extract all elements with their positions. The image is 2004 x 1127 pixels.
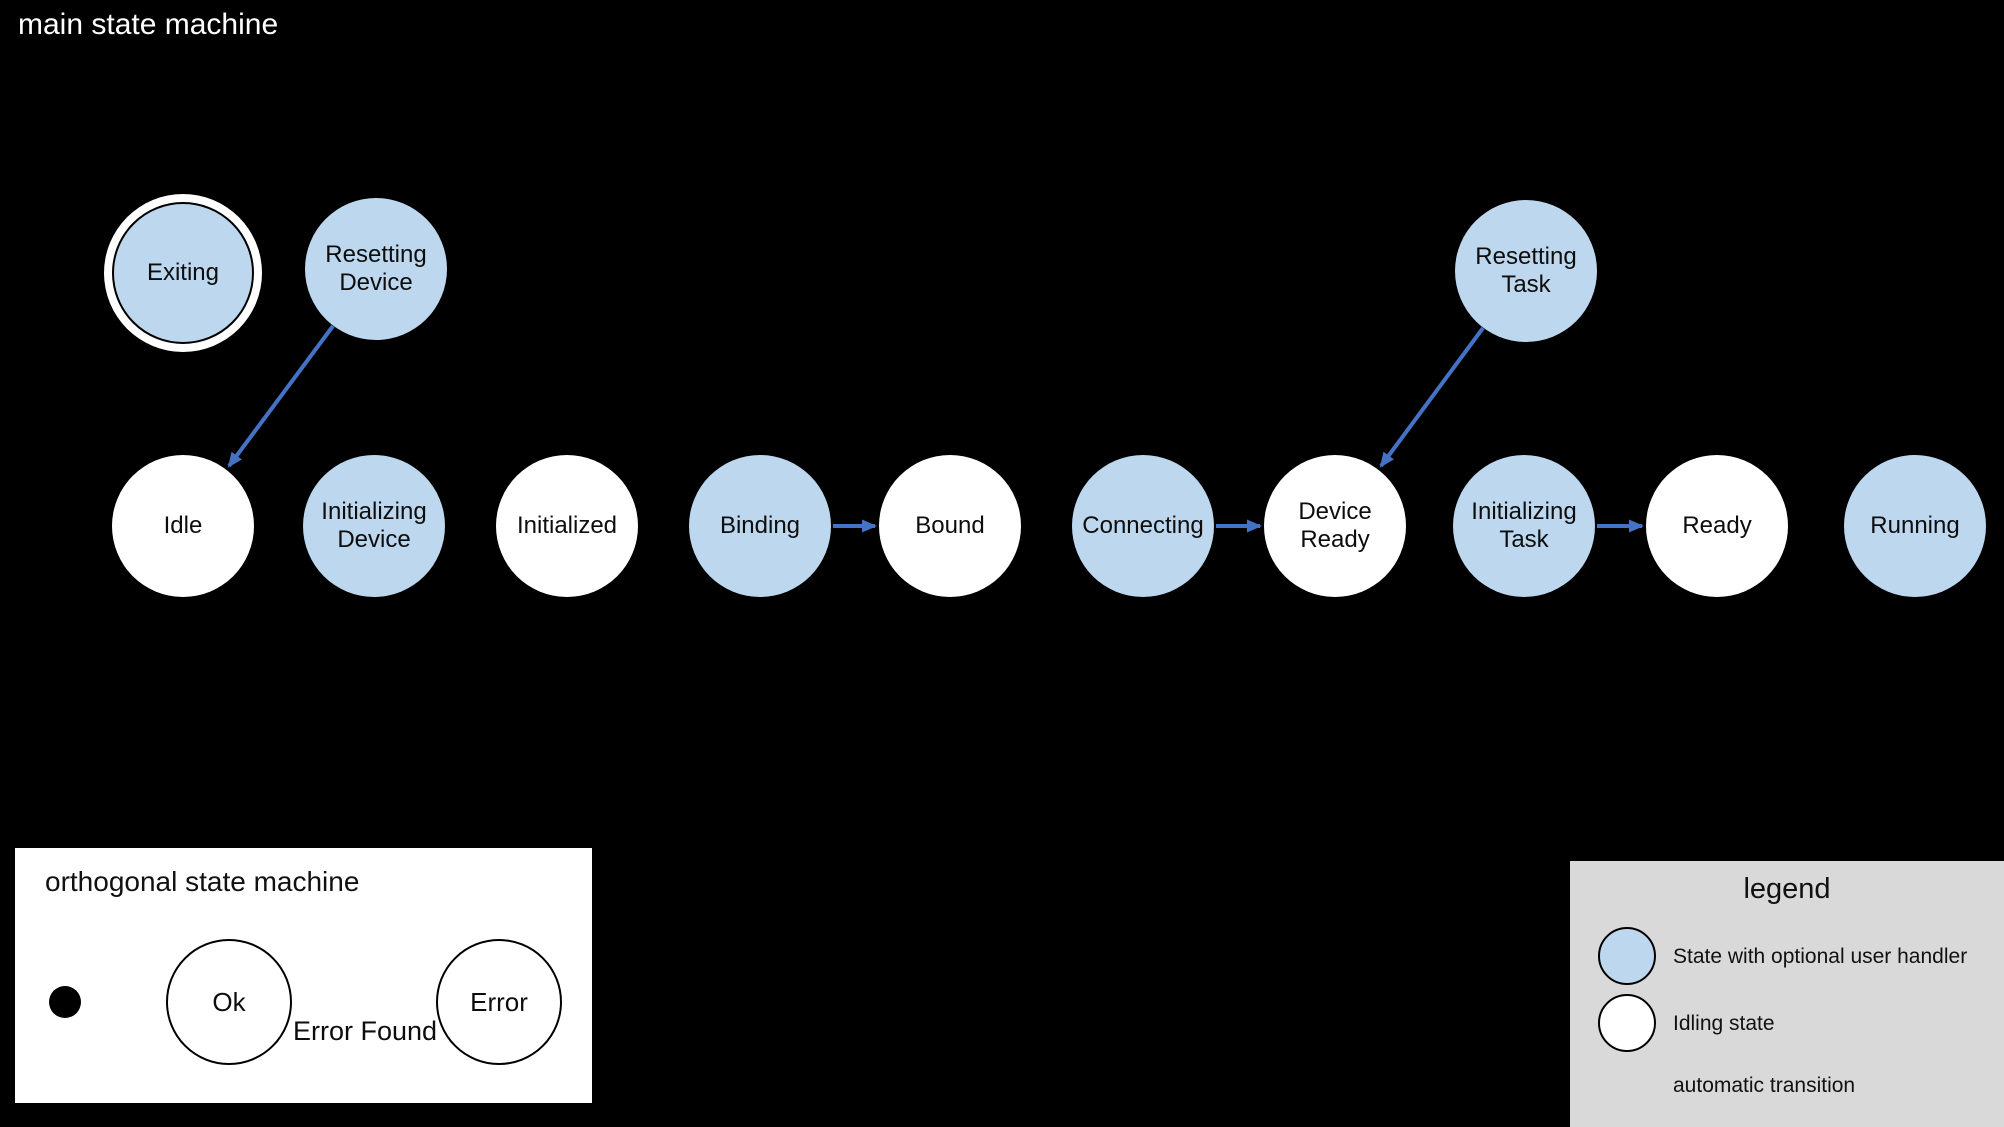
state-label: Initialized [516, 512, 618, 540]
legend-item-label: automatic transition [1673, 1074, 1856, 1097]
state-initialized: Initialized [496, 455, 638, 597]
state-label: Running [1870, 512, 1960, 540]
state-label: Resetting Device [325, 241, 427, 296]
handler-state-icon [1598, 927, 1656, 985]
transition-resetting-task-to-device-ready [1379, 326, 1485, 468]
state-initializing-device: Initializing Device [303, 455, 445, 597]
legend-panel: legend State with optional user handler … [1570, 861, 2004, 1127]
state-resetting-device: Resetting Device [305, 198, 447, 340]
state-initializing-task: Initializing Task [1453, 455, 1595, 597]
legend-title: legend [1743, 873, 1831, 905]
legend-item-label: Idling state [1673, 1012, 1775, 1035]
initial-state-dot [49, 986, 81, 1018]
orthogonal-machine-panel: orthogonal state machine Ok Error Error … [15, 848, 592, 1103]
transition-label-error-found: Error Found [292, 1016, 438, 1046]
state-exiting: Exiting [104, 194, 262, 352]
state-label: Connecting [1082, 512, 1204, 540]
state-error: Error [436, 939, 562, 1065]
state-exiting-inner: Exiting [112, 202, 254, 344]
state-label: Initializing Task [1471, 498, 1577, 553]
state-binding: Binding [689, 455, 831, 597]
main-machine-title: main state machine [18, 8, 279, 41]
state-label: Error [470, 986, 528, 1017]
state-bound: Bound [879, 455, 1021, 597]
state-resetting-task: Resetting Task [1455, 200, 1597, 342]
state-ready: Ready [1646, 455, 1788, 597]
state-label: Exiting [146, 259, 220, 287]
state-label: Idle [163, 512, 203, 540]
state-ok: Ok [166, 939, 292, 1065]
state-label: Device Ready [1298, 498, 1372, 553]
state-connecting: Connecting [1072, 455, 1214, 597]
state-device-ready: Device Ready [1264, 455, 1406, 597]
orthogonal-machine-title: orthogonal state machine [45, 866, 360, 897]
state-label: Binding [719, 512, 801, 540]
transition-resetting-device-to-idle [227, 324, 335, 468]
state-label: Ok [212, 986, 246, 1017]
state-running: Running [1844, 455, 1986, 597]
state-label: Ready [1682, 512, 1752, 540]
legend-item-label: State with optional user handler [1673, 945, 1968, 968]
state-idle: Idle [112, 455, 254, 597]
idling-state-icon [1598, 994, 1656, 1052]
state-label: Resetting Task [1475, 243, 1577, 298]
state-label: Initializing Device [321, 498, 427, 553]
state-label: Bound [915, 512, 985, 540]
